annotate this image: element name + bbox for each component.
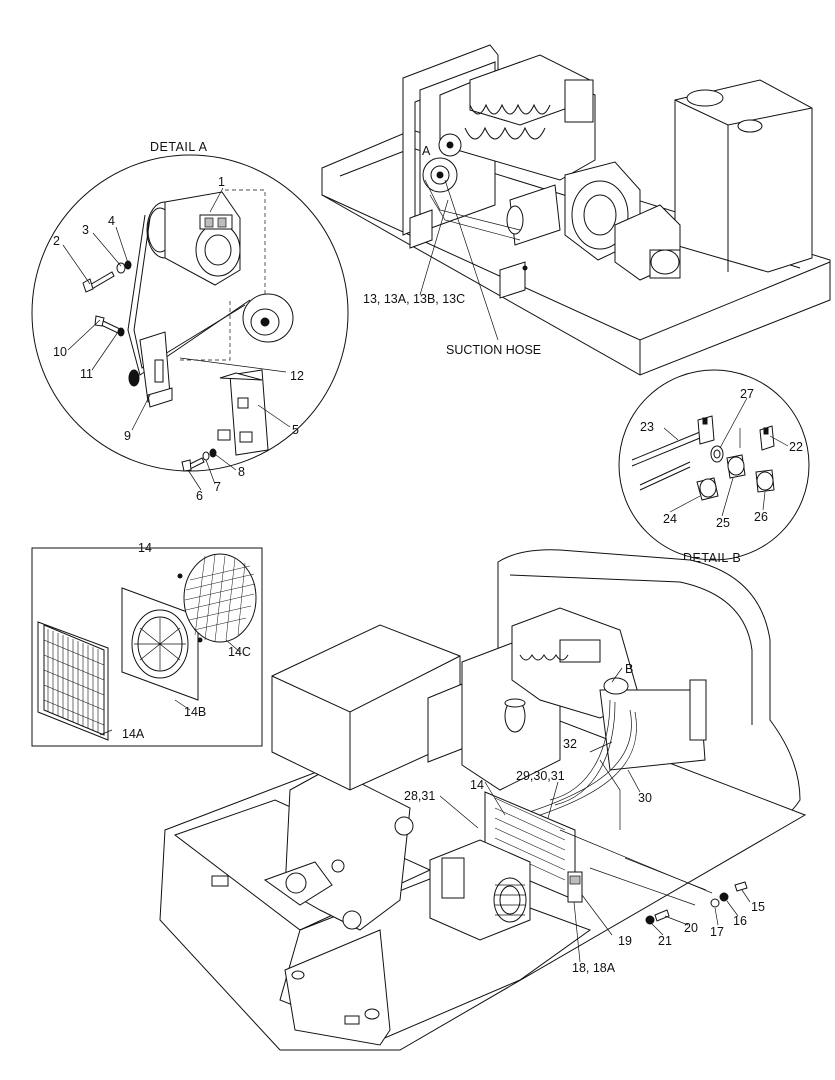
detail-b-marker: B: [625, 662, 634, 676]
engine-assembly-illustration: [321, 44, 831, 376]
callout-11: 11: [80, 367, 93, 381]
callout-9: 9: [124, 429, 131, 443]
callout-25: 25: [716, 516, 730, 530]
detail-b-circle: [618, 369, 810, 561]
callout-26: 26: [754, 510, 768, 524]
detail-a-title: DETAIL A: [150, 140, 208, 154]
callout-15: 15: [751, 900, 765, 914]
callout-10: 10: [53, 345, 67, 359]
callout-14-main: 14: [470, 778, 484, 792]
callout-4: 4: [108, 214, 115, 228]
detail-a-circle: [31, 154, 349, 491]
callout-8: 8: [238, 465, 245, 479]
callout-12: 12: [290, 369, 304, 383]
callout-18: 18, 18A: [572, 961, 616, 975]
callout-24: 24: [663, 512, 677, 526]
callout-21: 21: [658, 934, 672, 948]
callout-17: 17: [710, 925, 724, 939]
callout-3: 3: [82, 223, 89, 237]
callout-1: 1: [218, 175, 225, 189]
callout-16: 16: [733, 914, 747, 928]
callout-20: 20: [684, 921, 698, 935]
condenser-box: [31, 547, 263, 747]
callout-suction-hose: SUCTION HOSE: [446, 343, 541, 357]
detail-a-marker: A: [422, 144, 431, 158]
machine-frame-illustration: [159, 549, 807, 1051]
callout-19: 19: [618, 934, 632, 948]
callout-27: 27: [740, 387, 754, 401]
callout-28: 28,31: [404, 789, 435, 803]
callout-7: 7: [214, 480, 221, 494]
callout-14c: 14C: [228, 645, 251, 659]
callout-14b: 14B: [184, 705, 206, 719]
callout-14: 14: [138, 541, 152, 555]
callout-14a: 14A: [122, 727, 145, 741]
callout-29: 29,30,31: [516, 769, 565, 783]
callout-22: 22: [789, 440, 803, 454]
callout-23: 23: [640, 420, 654, 434]
callout-5: 5: [292, 423, 299, 437]
callout-13: 13, 13A, 13B, 13C: [363, 292, 465, 306]
callout-6: 6: [196, 489, 203, 503]
callout-2: 2: [53, 234, 60, 248]
callout-32: 32: [563, 737, 577, 751]
callout-30: 30: [638, 791, 652, 805]
